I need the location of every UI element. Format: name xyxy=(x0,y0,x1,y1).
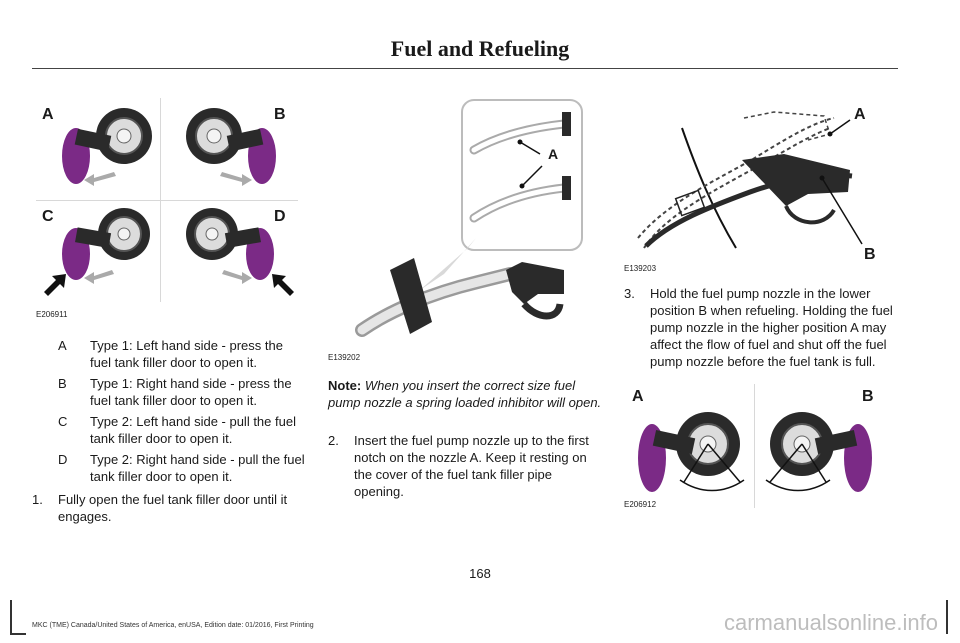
position-label-a: A xyxy=(854,106,866,123)
step-1: 1. Fully open the fuel tank filler door … xyxy=(32,491,308,527)
legend-row-d: D Type 2: Right hand side - pull the fue… xyxy=(58,451,308,485)
figure-divider-vertical xyxy=(754,384,755,508)
step-text: Insert the fuel pump nozzle up to the fi… xyxy=(354,433,589,499)
legend-key: A xyxy=(58,338,67,353)
filler-door-illustration-d xyxy=(186,208,294,296)
note-text: When you insert the correct size fuel pu… xyxy=(328,378,602,410)
quadrant-label-a: A xyxy=(42,106,54,123)
page-title: Fuel and Refueling xyxy=(390,36,570,61)
quadrant-label-d: D xyxy=(274,208,286,225)
nozzle-label-a: A xyxy=(548,146,559,162)
legend-text: Type 1: Left hand side - press the fuel … xyxy=(90,338,283,370)
note: Note: When you insert the correct size f… xyxy=(328,377,602,429)
figure-code: E139203 xyxy=(624,264,657,273)
quadrant-label-b: B xyxy=(274,106,286,123)
header-rule xyxy=(32,68,898,69)
crop-mark-right xyxy=(946,600,948,634)
capless-illustration-a xyxy=(638,412,745,492)
figure-divider-horizontal xyxy=(36,200,298,201)
crop-mark-left xyxy=(10,600,12,634)
figure-nozzle-insertion: A E139202 xyxy=(328,98,590,362)
legend-key: B xyxy=(58,376,67,391)
legend-text: Type 1: Right hand side - press the fuel… xyxy=(90,376,292,408)
position-label-b: B xyxy=(864,246,876,263)
filler-door-illustration-a xyxy=(62,108,152,186)
figure-filler-door-types: A B C D E206911 xyxy=(36,98,306,320)
footer-edition: MKC (TME) Canada/United States of Americ… xyxy=(32,622,314,629)
watermark: carmanualsonline.info xyxy=(723,610,938,635)
nozzle-positions-illustration xyxy=(637,111,863,249)
legend-row-b: B Type 1: Right hand side - press the fu… xyxy=(58,375,308,409)
step-number: 3. xyxy=(624,286,635,301)
legend-key: C xyxy=(58,414,68,429)
figure-nozzle-positions: A B E139203 xyxy=(624,98,886,278)
legend-row-a: A Type 1: Left hand side - press the fue… xyxy=(58,337,308,371)
figure-code: E139202 xyxy=(328,353,361,362)
quadrant-label-c: C xyxy=(42,208,54,225)
step-number: 2. xyxy=(328,433,339,448)
figure-code: E206911 xyxy=(36,310,68,319)
filler-door-illustration-c xyxy=(44,208,150,296)
figure-code: E206912 xyxy=(624,500,657,509)
capless-label-a: A xyxy=(632,388,644,405)
legend-text: Type 2: Right hand side - pull the fuel … xyxy=(90,452,305,484)
legend-key: D xyxy=(58,452,68,467)
figure-capless-filler: A B E206912 xyxy=(624,384,886,512)
step-number: 1. xyxy=(32,492,43,507)
filler-door-illustration-b xyxy=(186,108,276,186)
legend-text: Type 2: Left hand side - pull the fuel t… xyxy=(90,414,296,446)
capless-illustration-b xyxy=(765,412,872,492)
crop-mark-left-foot xyxy=(10,633,26,635)
step-2: 2. Insert the fuel pump nozzle up to the… xyxy=(328,432,604,504)
step-text: Fully open the fuel tank filler door unt… xyxy=(58,492,288,524)
capless-label-b: B xyxy=(862,388,874,405)
nozzle-insertion-illustration xyxy=(355,99,583,337)
step-text: Hold the fuel pump nozzle in the lower p… xyxy=(650,286,893,369)
note-label: Note: xyxy=(328,378,362,393)
legend-row-c: C Type 2: Left hand side - pull the fuel… xyxy=(58,413,308,447)
step-3: 3. Hold the fuel pump nozzle in the lowe… xyxy=(624,285,900,377)
page-number: 168 xyxy=(469,566,491,581)
